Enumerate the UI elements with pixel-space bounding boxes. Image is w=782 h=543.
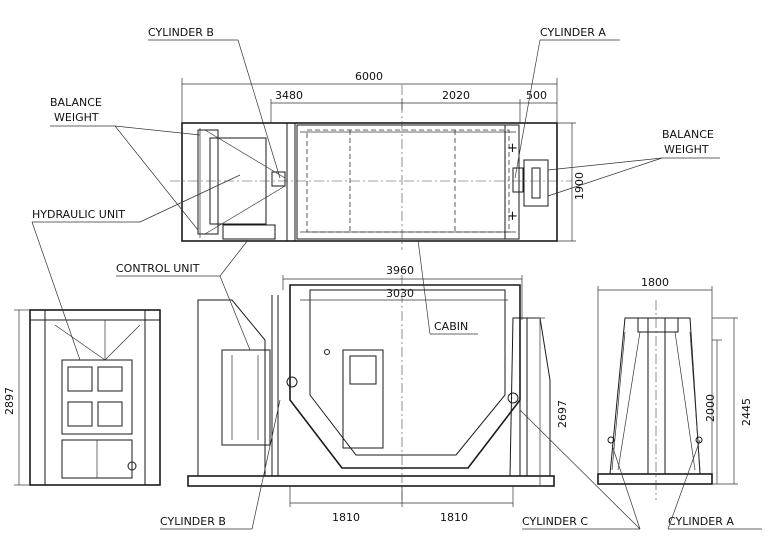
label-cylinder-b-bottom: CYLINDER B: [160, 515, 226, 528]
dim-bottom-left: 1810: [332, 511, 360, 524]
dim-right-section: 500: [526, 89, 547, 102]
label-control-unit: CONTROL UNIT: [116, 262, 200, 275]
dim-front-width: 3960: [386, 264, 414, 277]
dim-left-height: 2897: [3, 387, 16, 415]
dim-cabin-width: 3030: [386, 287, 414, 300]
labels: CYLINDER B CYLINDER A BALANCE WEIGHT BAL…: [31, 26, 762, 530]
svg-text:+: +: [507, 141, 518, 156]
label-cylinder-a-top: CYLINDER A: [540, 26, 606, 39]
plan-dimensions: 6000 3480 2020 500 1900: [181, 70, 586, 242]
dim-side-right-width: 1800: [641, 276, 669, 289]
front-dimensions: 3960 3030 2697 1810 1810: [282, 264, 569, 524]
label-cabin: CABIN: [434, 320, 468, 333]
dim-front-height: 2697: [556, 400, 569, 428]
plan-view: + +: [170, 85, 572, 250]
front-view: [187, 275, 555, 500]
label-cylinder-b-top: CYLINDER B: [148, 26, 214, 39]
dim-side-inner-height: 2000: [704, 394, 717, 422]
label-balance-weight-right-2: WEIGHT: [664, 143, 709, 156]
dim-overall-length: 6000: [355, 70, 383, 83]
label-balance-weight-left-1: BALANCE: [50, 96, 102, 109]
dim-plan-width: 1900: [573, 172, 586, 200]
label-hydraulic-unit: HYDRAULIC UNIT: [32, 208, 125, 221]
svg-text:+: +: [507, 209, 518, 224]
label-balance-weight-left-2: WEIGHT: [54, 111, 99, 124]
label-balance-weight-right-1: BALANCE: [662, 128, 714, 141]
right-side-view: 1800 2000 2445: [597, 276, 753, 500]
dim-left-section: 3480: [275, 89, 303, 102]
label-cylinder-a-bottom: CYLINDER A: [668, 515, 734, 528]
left-end-view: 2897: [3, 309, 161, 486]
label-cylinder-c-bottom: CYLINDER C: [522, 515, 588, 528]
dim-bottom-right: 1810: [440, 511, 468, 524]
dim-middle-section: 2020: [442, 89, 470, 102]
dim-side-outer-height: 2445: [740, 398, 753, 426]
